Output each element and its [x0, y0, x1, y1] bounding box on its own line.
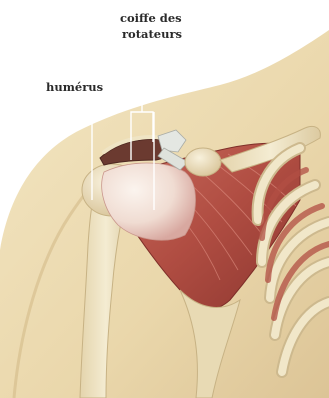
humerus-label: humérus	[46, 80, 103, 94]
rotator-cuff-label-line2: rotateurs	[122, 27, 182, 41]
rotator-cuff-label-line1: coiffe des	[120, 11, 182, 25]
